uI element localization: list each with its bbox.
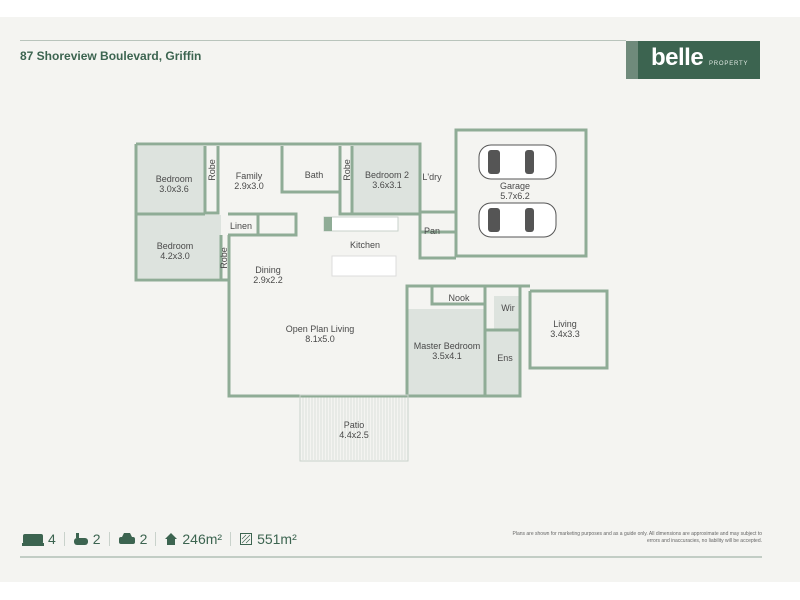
master-name: Master Bedroom [414, 341, 481, 351]
car-icon-1 [478, 144, 557, 180]
patio-name: Patio [344, 420, 365, 430]
nook-label: Nook [448, 293, 470, 303]
ensuite-fill [485, 330, 520, 395]
land-area-stat: 551m² [239, 531, 297, 547]
land-icon [240, 533, 253, 545]
stat-divider [63, 532, 65, 546]
family-name: Family [236, 171, 263, 181]
header-divider [20, 40, 626, 41]
property-stats: 4 2 2 246m² 551m² [22, 531, 297, 547]
open-plan-name: Open Plan Living [286, 324, 355, 334]
house-area-value: 246m² [182, 531, 223, 547]
property-address: 87 Shoreview Boulevard, Griffin [20, 49, 202, 63]
dining-size: 2.9x2.2 [253, 275, 283, 285]
footer-divider [20, 556, 762, 558]
kitchen-counter [323, 216, 399, 232]
bedroom3-size: 4.2x3.0 [160, 251, 190, 261]
wir-label: Wir [501, 303, 515, 313]
bed-icon [22, 534, 44, 546]
stat-divider [155, 532, 157, 546]
robe2-label: Robe [342, 159, 352, 181]
bedroom1-fill [137, 146, 205, 213]
walls [134, 128, 609, 398]
fridge-space [324, 217, 332, 231]
robe3-label: Robe [219, 247, 229, 269]
logo-subtext: PROPERTY [709, 61, 749, 67]
wir-fill [494, 296, 520, 330]
ensuite-label: Ens [497, 353, 513, 363]
patio-size: 4.4x2.5 [339, 430, 369, 440]
belle-property-logo: belle PROPERTY [626, 41, 760, 79]
patio-decking [302, 397, 406, 460]
stat-divider [108, 532, 110, 546]
kitchen-island [331, 255, 397, 277]
bathrooms-stat: 2 [73, 531, 101, 547]
master-size: 3.5x4.1 [432, 351, 462, 361]
master-fill [408, 309, 485, 395]
dining-name: Dining [255, 265, 281, 275]
disclaimer: Plans are shown for marketing purposes a… [512, 531, 763, 544]
shaded-rooms [137, 146, 520, 395]
robe1-label: Robe [207, 159, 217, 181]
linen-label: Linen [230, 221, 252, 231]
patio-outline [299, 394, 409, 462]
laundry-label: L'dry [422, 172, 442, 182]
car-icon [118, 533, 135, 544]
car-spaces-stat: 2 [118, 531, 148, 547]
car-icon-2 [478, 202, 557, 238]
pantry-label: Pan [424, 226, 440, 236]
plan-sheet [0, 17, 800, 582]
kitchen-label: Kitchen [350, 240, 380, 250]
garage-size: 5.7x6.2 [500, 191, 530, 201]
bedroom2-fill [352, 146, 419, 214]
bath-label: Bath [305, 170, 324, 180]
house-icon [165, 533, 178, 545]
logo-wordmark: belle [651, 44, 704, 71]
bedroom2-size: 3.6x3.1 [372, 180, 402, 190]
living-name: Living [553, 319, 577, 329]
bedroom3-name: Bedroom [157, 241, 194, 251]
bedroom1-size: 3.0x3.6 [159, 184, 189, 194]
land-area-value: 551m² [257, 531, 297, 547]
logo-strip [626, 41, 638, 79]
house-area-stat: 246m² [164, 531, 222, 547]
bedrooms-count: 4 [48, 531, 56, 547]
stat-divider [230, 532, 232, 546]
bath-icon [73, 533, 88, 545]
open-plan-size: 8.1x5.0 [305, 334, 335, 344]
bedroom1-name: Bedroom [156, 174, 193, 184]
family-size: 2.9x3.0 [234, 181, 264, 191]
bathrooms-count: 2 [92, 531, 101, 547]
car-spaces-count: 2 [139, 531, 148, 547]
living-size: 3.4x3.3 [550, 329, 580, 339]
garage-name: Garage [500, 181, 530, 191]
bedrooms-stat: 4 [22, 531, 56, 547]
bedroom2-name: Bedroom 2 [365, 170, 409, 180]
bedroom3-fill [137, 215, 221, 278]
